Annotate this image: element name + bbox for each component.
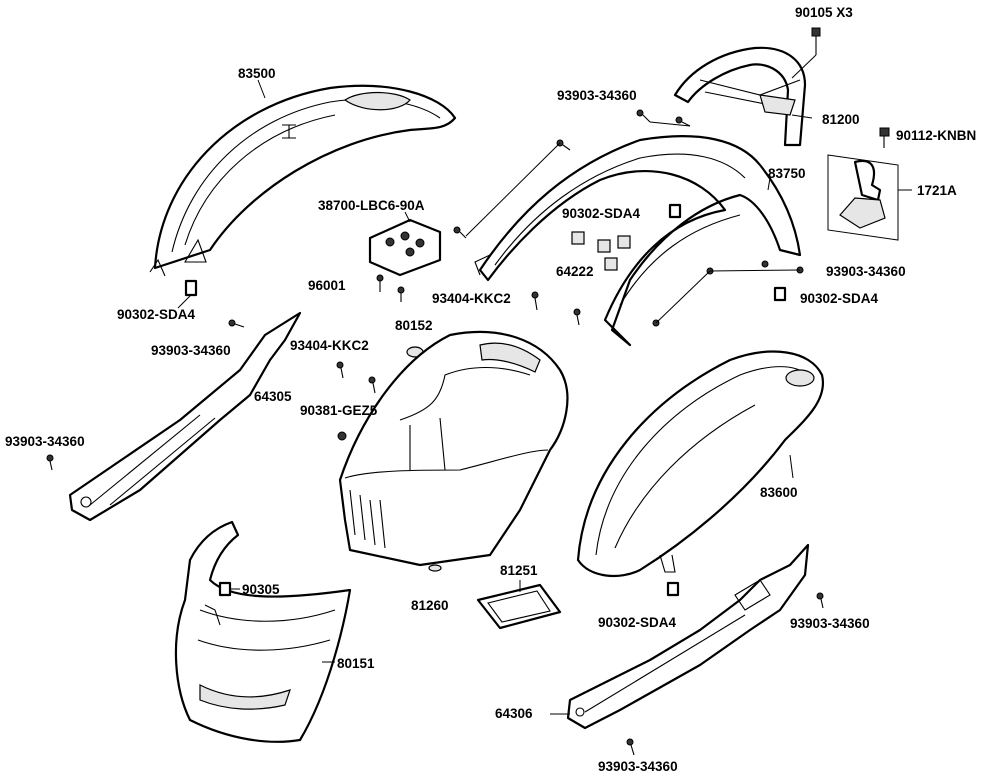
label-64222: 64222 bbox=[556, 264, 594, 279]
label-93404-a: 93404-KKC2 bbox=[432, 291, 511, 306]
screws-93903-right bbox=[652, 260, 804, 327]
part-64305-side-rail bbox=[68, 311, 302, 522]
part-81251-mat bbox=[476, 580, 562, 630]
part-81200-grab-rail bbox=[673, 46, 807, 147]
bolts-93404-center bbox=[531, 291, 581, 326]
buffers-64222 bbox=[571, 231, 631, 271]
label-90302-left: 90302-SDA4 bbox=[117, 307, 196, 322]
label-80152: 80152 bbox=[395, 318, 433, 333]
label-64305: 64305 bbox=[254, 389, 292, 404]
label-90302-bottom: 90302-SDA4 bbox=[598, 615, 677, 630]
label-1721A: 1721A bbox=[917, 183, 957, 198]
screws-93903-top bbox=[453, 109, 691, 239]
label-90302-center: 90302-SDA4 bbox=[562, 206, 641, 221]
label-83500: 83500 bbox=[238, 66, 276, 81]
label-90302-right: 90302-SDA4 bbox=[800, 291, 879, 306]
bolts-93404-left bbox=[336, 361, 376, 394]
label-90305: 90305 bbox=[242, 582, 280, 597]
label-64306: 64306 bbox=[495, 706, 533, 721]
label-93903-left: 93903-34360 bbox=[151, 343, 231, 358]
label-93404-b: 93404-KKC2 bbox=[290, 338, 369, 353]
label-93903-lower-right: 93903-34360 bbox=[790, 616, 870, 631]
label-90112: 90112-KNBN bbox=[896, 128, 976, 143]
part-38700-switch bbox=[368, 211, 442, 277]
label-83600: 83600 bbox=[760, 485, 798, 500]
bolt-90381 bbox=[337, 431, 347, 441]
label-83750: 83750 bbox=[768, 166, 806, 181]
label-93903-right: 93903-34360 bbox=[826, 264, 906, 279]
part-81260-luggage-box bbox=[338, 330, 569, 572]
part-80151-front-cover bbox=[174, 520, 352, 743]
label-90381: 90381-GEZ5 bbox=[300, 403, 378, 418]
clip-90302-left bbox=[177, 279, 198, 309]
part-64306-side-rail bbox=[566, 543, 810, 730]
label-93903-bottom: 93903-34360 bbox=[598, 759, 678, 774]
label-38700: 38700-LBC6-90A bbox=[318, 198, 425, 213]
label-80151: 80151 bbox=[337, 656, 375, 671]
screw-93903-bottom bbox=[626, 738, 635, 756]
part-1721A-box bbox=[827, 154, 912, 241]
part-83750-carrier-frame bbox=[474, 135, 802, 347]
label-93903-far-left: 93903-34360 bbox=[5, 434, 85, 449]
bolt-90105 bbox=[791, 27, 821, 79]
label-81260: 81260 bbox=[411, 598, 449, 613]
screw-93903-lower-right bbox=[816, 592, 824, 609]
part-83600-side-cover bbox=[576, 350, 825, 577]
label-96001: 96001 bbox=[308, 278, 346, 293]
screws-96001 bbox=[376, 274, 405, 302]
label-81251: 81251 bbox=[500, 563, 538, 578]
part-83500-rear-cowl bbox=[149, 84, 457, 277]
bolt-90112 bbox=[879, 127, 890, 148]
label-81200: 81200 bbox=[822, 112, 860, 127]
screw-93903-left bbox=[228, 319, 245, 328]
screw-93903-far-left bbox=[46, 454, 54, 471]
label-90105: 90105 X3 bbox=[795, 5, 853, 20]
label-93903-top: 93903-34360 bbox=[557, 88, 637, 103]
